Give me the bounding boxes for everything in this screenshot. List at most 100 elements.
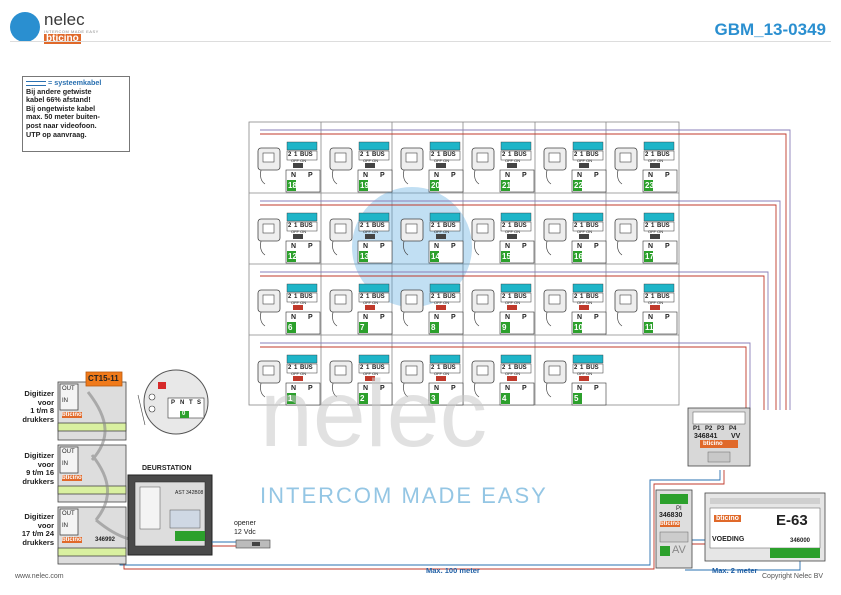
off-on-label: OFF ON — [648, 229, 664, 234]
n-label: N — [577, 172, 583, 179]
n-label: N — [291, 172, 297, 179]
port-label: P4 — [729, 426, 737, 432]
terminal-label: 2 — [502, 223, 506, 229]
bus-label: BUS — [300, 294, 313, 300]
terminal-label: 2 — [574, 223, 578, 229]
p-label: P — [308, 385, 313, 392]
n-label: N — [505, 172, 511, 179]
off-on-label: OFF ON — [577, 158, 593, 163]
monitor-number: 14 — [431, 252, 440, 261]
zoom-label-t: T — [189, 400, 193, 406]
off-on-label: OFF ON — [363, 371, 379, 376]
off-on-label: OFF ON — [577, 229, 593, 234]
p-label: P — [522, 385, 527, 392]
watermark-tagline: INTERCOM MADE EASY — [260, 483, 548, 508]
monitor-number: 4 — [502, 394, 507, 403]
video-monitor — [543, 354, 607, 406]
n-label: N — [434, 243, 440, 250]
p-label: P — [594, 385, 599, 392]
p-label: P — [594, 172, 599, 179]
bus-label: BUS — [300, 152, 313, 158]
monitor-grid-frame — [248, 121, 680, 406]
video-monitor — [257, 283, 321, 335]
port-label: P2 — [705, 426, 713, 432]
digitizer-module-code: 346992 — [95, 537, 116, 543]
door-station-code: AST 342B08 — [175, 490, 204, 496]
power-brand: bticino — [714, 515, 741, 522]
note-title: = systeemkabel — [48, 78, 102, 87]
terminal-label: 1 — [437, 152, 441, 158]
port-label: P3 — [717, 426, 725, 432]
bus-label: BUS — [657, 294, 670, 300]
opener-label: opener — [234, 520, 256, 527]
note-line: Bij andere getwiste — [26, 86, 92, 96]
terminal-label: 1 — [437, 294, 441, 300]
monitor-number: 21 — [502, 181, 511, 190]
off-on-label: OFF ON — [363, 158, 379, 163]
note-line: kabel 66% afstand! — [26, 95, 91, 105]
terminal-label: 1 — [580, 294, 584, 300]
video-monitor — [257, 212, 321, 264]
terminal-label: 1 — [651, 152, 655, 158]
n-label: N — [648, 314, 654, 321]
n-label: N — [363, 314, 369, 321]
terminal-label: 2 — [574, 365, 578, 371]
door-station — [127, 474, 213, 556]
video-monitor — [329, 212, 393, 264]
av-code: 346830 — [659, 512, 683, 519]
terminal-label: 1 — [651, 223, 655, 229]
bus-label: BUS — [443, 152, 456, 158]
terminal-label: 1 — [508, 223, 512, 229]
video-monitor — [471, 283, 535, 335]
monitor-number: 10 — [574, 323, 583, 332]
opener-voltage: 12 Vdc — [234, 529, 256, 536]
monitor-number: 19 — [360, 181, 369, 190]
terminal-label: 2 — [360, 223, 364, 229]
nelec-logo: nelec INTERCOM MADE EASY bticino — [10, 10, 120, 44]
off-on-label: OFF ON — [577, 371, 593, 376]
p-label: P — [380, 243, 385, 250]
partner-logo: bticino — [44, 33, 81, 44]
terminal-label: 2 — [431, 365, 435, 371]
max-100-caption: Max. 100 meter — [426, 566, 480, 575]
video-monitor — [400, 283, 464, 335]
distributor-code: 346841 — [694, 433, 718, 440]
monitor-number: 9 — [502, 323, 507, 332]
bus-label: BUS — [514, 294, 527, 300]
video-monitor — [614, 212, 678, 264]
p-label: P — [451, 172, 456, 179]
off-on-label: OFF ON — [577, 300, 593, 305]
off-on-label: OFF ON — [648, 300, 664, 305]
terminal-label: 2 — [288, 365, 292, 371]
zoom-value: 0 — [182, 411, 186, 417]
terminal-label: 2 — [574, 152, 578, 158]
website-link[interactable]: www.nelec.com — [15, 573, 64, 580]
power-code: 346000 — [790, 538, 811, 544]
av-brand: bticino — [660, 521, 680, 527]
monitor-number: 23 — [645, 181, 654, 190]
monitor-number: 15 — [502, 252, 511, 261]
bus-label: BUS — [443, 365, 456, 371]
digitizer-out-label: OUT — [62, 449, 75, 455]
terminal-label: 2 — [431, 294, 435, 300]
off-on-label: OFF ON — [505, 158, 521, 163]
n-label: N — [363, 243, 369, 250]
n-label: N — [648, 172, 654, 179]
digitizer-brand: bticino — [62, 475, 82, 481]
video-monitor — [543, 141, 607, 193]
video-monitor — [329, 141, 393, 193]
monitor-number: 6 — [288, 323, 293, 332]
note-line: UTP op aanvraag. — [26, 129, 87, 139]
nelec-logo-icon — [10, 12, 40, 42]
video-monitor — [329, 354, 393, 406]
off-on-label: OFF ON — [434, 158, 450, 163]
n-label: N — [363, 385, 369, 392]
n-label: N — [291, 385, 297, 392]
p-label: P — [380, 385, 385, 392]
terminal-label: 2 — [360, 365, 364, 371]
bus-label: BUS — [514, 223, 527, 229]
port-label: P1 — [693, 426, 701, 432]
watermark-text: nelec — [260, 361, 488, 467]
door-opener — [212, 539, 271, 549]
